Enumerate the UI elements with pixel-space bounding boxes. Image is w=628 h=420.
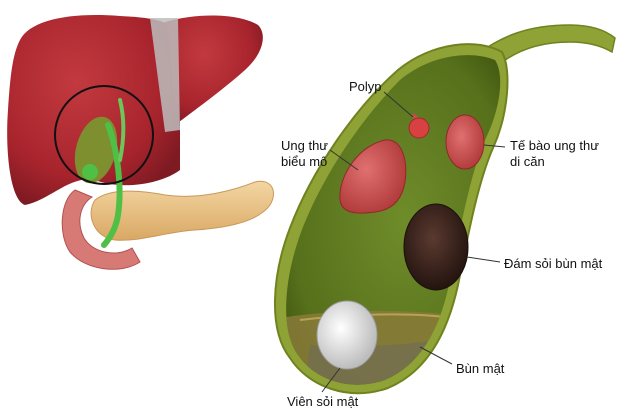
- label-sludge-ball-text: Đám sỏi bùn mật: [504, 256, 603, 271]
- biliary-sludge-callout-line: [419, 346, 453, 365]
- metastatic-cells-callout-line: [483, 144, 506, 148]
- label-metastatic-cells-line-2: di căn: [510, 154, 545, 169]
- label-polyp: Polyp: [349, 79, 382, 95]
- bile-duct: [101, 122, 123, 248]
- polyp: [408, 117, 430, 139]
- cystic-duct: [468, 24, 616, 69]
- sludge-ball: [403, 203, 469, 291]
- pancreas: [90, 180, 274, 241]
- label-epithelial-cancer-line-2: biểu mô: [281, 154, 328, 169]
- label-epithelial-cancer-line-1: Ung thư: [281, 138, 329, 153]
- label-gallstone: Viên sỏi mật: [287, 394, 358, 410]
- liver-illustration: [7, 15, 274, 270]
- epithelial-cancer-callout-line: [329, 149, 359, 171]
- hepatic-duct-branch: [118, 98, 126, 162]
- label-metastatic-cells: Tế bào ung thư di căn: [510, 138, 599, 170]
- metastatic-cells: [445, 114, 485, 170]
- label-gallstone-text: Viên sỏi mật: [287, 394, 359, 409]
- label-metastatic-cells-line-1: Tế bào ung thư: [510, 138, 599, 153]
- liver-left-lobe: [165, 15, 263, 126]
- sludge-ball-callout-line: [466, 256, 501, 263]
- gallbladder-cross-section: [274, 24, 616, 395]
- duodenum: [61, 189, 141, 270]
- epithelial-tumor: [339, 139, 407, 214]
- label-biliary-sludge-text: Bùn mật: [456, 361, 505, 376]
- liver-right-lobe: [7, 15, 180, 205]
- biliary-sludge-surface: [299, 313, 453, 321]
- label-epithelial-cancer: Ung thư biểu mô: [281, 138, 328, 170]
- label-polyp-text: Polyp: [349, 79, 382, 94]
- gallstone-callout-line: [321, 367, 341, 393]
- polyp-callout-line: [383, 91, 414, 118]
- gallstone: [316, 300, 378, 370]
- callout-lines: [321, 91, 506, 393]
- falciform-ligament: [150, 18, 180, 132]
- label-sludge-ball: Đám sỏi bùn mật: [504, 256, 602, 272]
- highlight-circle: [54, 85, 154, 185]
- label-biliary-sludge: Bùn mật: [456, 361, 504, 377]
- gallbladder-highlight: [82, 164, 98, 180]
